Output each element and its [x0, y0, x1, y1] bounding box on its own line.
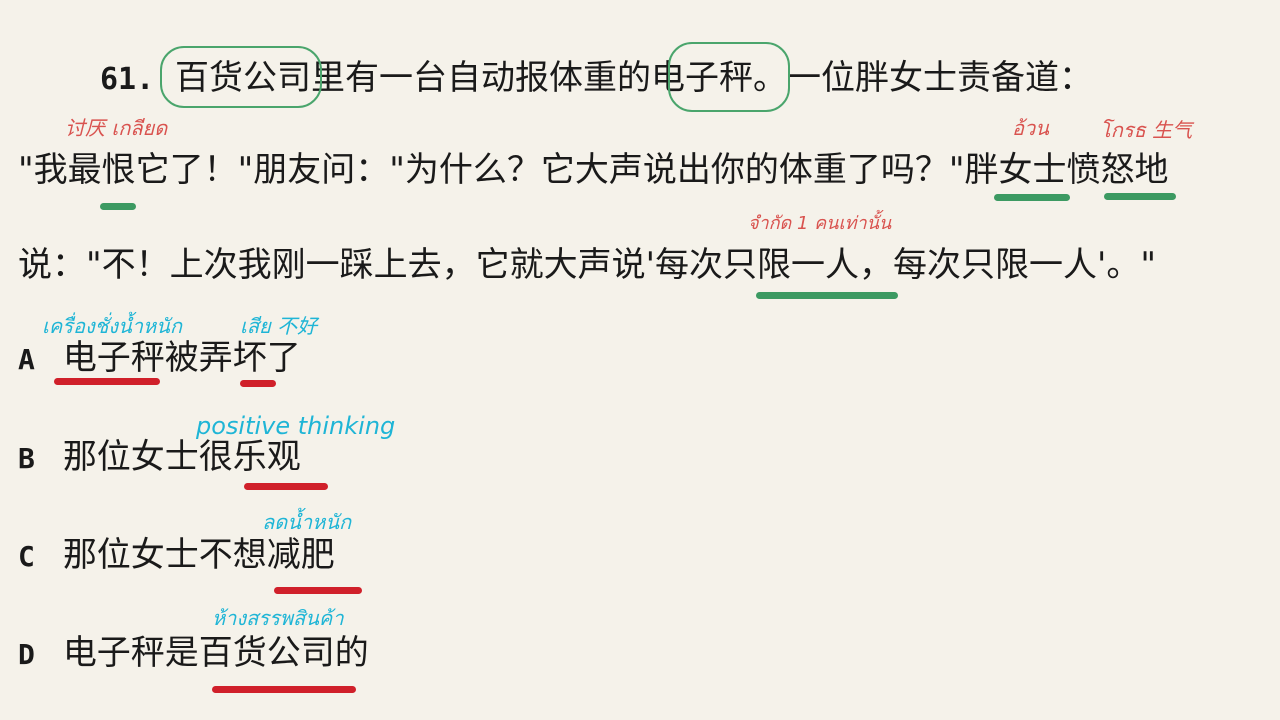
option-b[interactable]: B 那位女士很乐观	[18, 437, 301, 479]
note-scale: เครื่องชั่งน้ำหนัก	[42, 314, 182, 338]
note-lose-weight: ลดน้ำหนัก	[262, 510, 352, 534]
question-number: 61.	[100, 62, 155, 97]
underline-lose-weight	[274, 587, 362, 594]
underline-department-store	[212, 686, 356, 693]
underline-limit	[756, 292, 898, 299]
note-angry: โกรธ 生气	[1100, 118, 1193, 142]
question-line-2-text: "我最恨它了！"朋友问："为什么？它大声说出你的体重了吗？"胖女士愤怒地	[18, 150, 1169, 190]
question-line-3: 说："不！上次我刚一踩上去，它就大声说'每次只限一人，每次只限一人'。"	[18, 245, 1156, 285]
question-line-1-text: 百货公司里有一台自动报体重的电子秤。一位胖女士责备道：	[175, 58, 1093, 98]
note-broken: เสีย 不好	[240, 314, 318, 338]
underline-hate	[100, 203, 136, 210]
option-c-letter: C	[18, 540, 35, 573]
option-d-letter: D	[18, 638, 35, 671]
option-c[interactable]: C 那位女士不想减肥	[18, 535, 335, 577]
underline-fat-lady	[994, 194, 1070, 201]
note-positive: positive thinking	[196, 412, 396, 440]
underline-broken	[240, 380, 276, 387]
option-b-letter: B	[18, 442, 35, 475]
question-line-2: "我最恨它了！"朋友问："为什么？它大声说出你的体重了吗？"胖女士愤怒地	[18, 150, 1169, 190]
option-a[interactable]: A 电子秤被弄坏了	[18, 338, 301, 380]
note-hate: 讨厌 เกลียด	[65, 116, 168, 140]
option-c-text: 那位女士不想减肥	[62, 535, 335, 575]
circle-mark-scale	[668, 42, 790, 112]
question-line-1: 61. 百货公司里有一台自动报体重的电子秤。一位胖女士责备道：	[100, 58, 1093, 100]
underline-optimistic	[244, 483, 328, 490]
note-department-store: ห้างสรรพสินค้า	[212, 606, 344, 630]
question-line-3-text: 说："不！上次我刚一踩上去，它就大声说'每次只限一人，每次只限一人'。"	[18, 245, 1156, 285]
note-limit: จำกัด 1 คนเท่านั้น	[748, 213, 892, 234]
option-b-text: 那位女士很乐观	[62, 437, 301, 477]
option-d[interactable]: D 电子秤是百货公司的	[18, 633, 369, 675]
option-a-letter: A	[18, 343, 35, 376]
circle-mark-department-store	[160, 46, 322, 108]
option-d-text: 电子秤是百货公司的	[62, 633, 369, 673]
underline-scale	[54, 378, 160, 385]
option-a-text: 电子秤被弄坏了	[62, 338, 301, 378]
underline-angry	[1104, 193, 1176, 200]
note-fat: อ้วน	[1012, 116, 1049, 140]
